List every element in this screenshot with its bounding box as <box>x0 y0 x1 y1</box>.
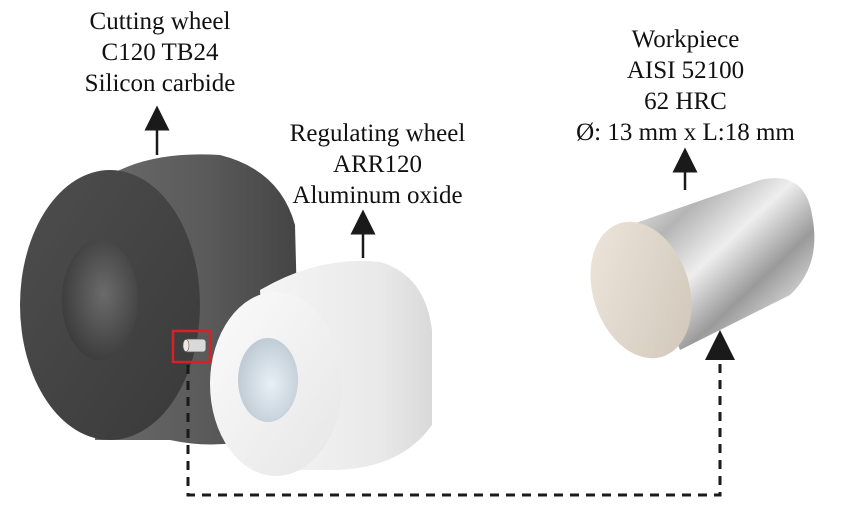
cutting-wheel-bore <box>62 240 138 360</box>
cutting-wheel-title: Cutting wheel <box>89 8 231 35</box>
cutting-wheel-spec: C120 TB24 <box>101 39 219 66</box>
workpiece-end-face <box>590 221 692 359</box>
regulating-wheel-spec: ARR120 <box>333 151 422 178</box>
cutting-wheel-label: Cutting wheel C120 TB24 Silicon carbide <box>55 6 265 99</box>
regulating-wheel-title: Regulating wheel <box>289 120 466 147</box>
workpiece-material: AISI 52100 <box>626 57 745 84</box>
regulating-wheel-material: Aluminum oxide <box>292 182 463 209</box>
highlight-box <box>171 329 212 364</box>
dashed-connector <box>186 330 735 497</box>
regulating-wheel-label: Regulating wheel ARR120 Aluminum oxide <box>265 118 490 211</box>
cutting-wheel <box>20 154 300 445</box>
regulating-wheel-bore <box>238 338 298 422</box>
workpiece-hardness: 62 HRC <box>644 88 727 115</box>
regulating-wheel <box>210 260 432 476</box>
workpiece-enlarged <box>590 178 815 359</box>
workpiece-title: Workpiece <box>631 26 740 53</box>
workpiece-dimensions: Ø: 13 mm x L:18 mm <box>576 119 795 146</box>
workpiece-label: Workpiece AISI 52100 62 HRC Ø: 13 mm x L… <box>548 24 823 148</box>
workpiece-in-gap <box>182 338 207 353</box>
cutting-wheel-material: Silicon carbide <box>84 70 236 97</box>
